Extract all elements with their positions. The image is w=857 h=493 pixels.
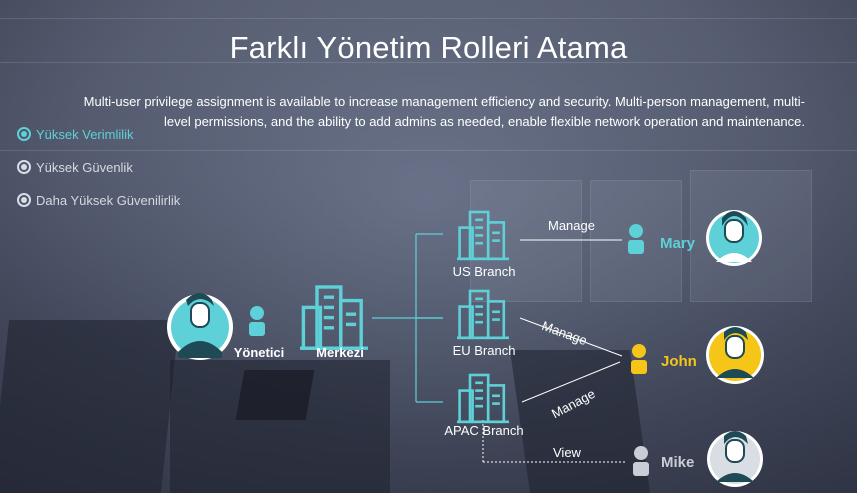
admin-label: Yönetici <box>233 345 285 360</box>
user-name-mary: Mary <box>660 235 696 252</box>
ceiling-line <box>0 18 857 19</box>
radio-dot-icon <box>17 160 31 174</box>
john-person-icon <box>631 344 647 374</box>
admin-person-icon <box>249 306 265 336</box>
tab-high-security[interactable]: Yüksek Güvenlik <box>17 157 180 177</box>
hq-building-icon <box>298 285 370 350</box>
tab-higher-reliability[interactable]: Daha Yüksek Güvenilirlik <box>17 190 180 210</box>
admin-avatar <box>167 293 233 360</box>
user-name-mike: Mike <box>661 454 695 471</box>
john-avatar <box>706 326 764 384</box>
apac-branch-building-icon <box>455 373 511 424</box>
tab-high-efficiency[interactable]: Yüksek Verimlilik <box>17 124 180 144</box>
tab-label: Yüksek Güvenlik <box>36 159 133 175</box>
eu-branch-building-icon <box>455 289 511 340</box>
mary-avatar <box>706 210 762 266</box>
us-branch-building-icon <box>455 210 511 261</box>
page-description: Multi-user privilege assignment is avail… <box>83 94 805 129</box>
hq-label: Merkezi <box>316 345 364 360</box>
mary-person-icon <box>628 224 644 254</box>
relation-lines <box>482 239 625 463</box>
tab-label: Daha Yüksek Güvenilirlik <box>36 192 181 208</box>
apac-branch-label: APAC Branch <box>444 423 524 438</box>
mike-person-icon <box>633 446 649 476</box>
user-name-john: John <box>661 353 697 370</box>
tab-label: Yüksek Verimlilik <box>36 126 134 142</box>
page-title: Farklı Yönetim Rolleri Atama <box>229 30 628 65</box>
feature-tabs: Yüksek Verimlilik Yüksek Güvenlik Daha Y… <box>17 124 180 223</box>
ceiling-line <box>0 62 857 63</box>
us-branch-label: US Branch <box>452 264 516 279</box>
relation-label-manage-us: Manage <box>548 218 595 233</box>
eu-branch-label: EU Branch <box>452 343 516 358</box>
mike-avatar <box>707 431 763 487</box>
radio-dot-icon <box>17 127 31 141</box>
ceiling-line <box>0 150 857 151</box>
radio-dot-icon <box>17 193 31 207</box>
relation-label-view: View <box>553 445 581 460</box>
connector-lines <box>372 233 443 403</box>
